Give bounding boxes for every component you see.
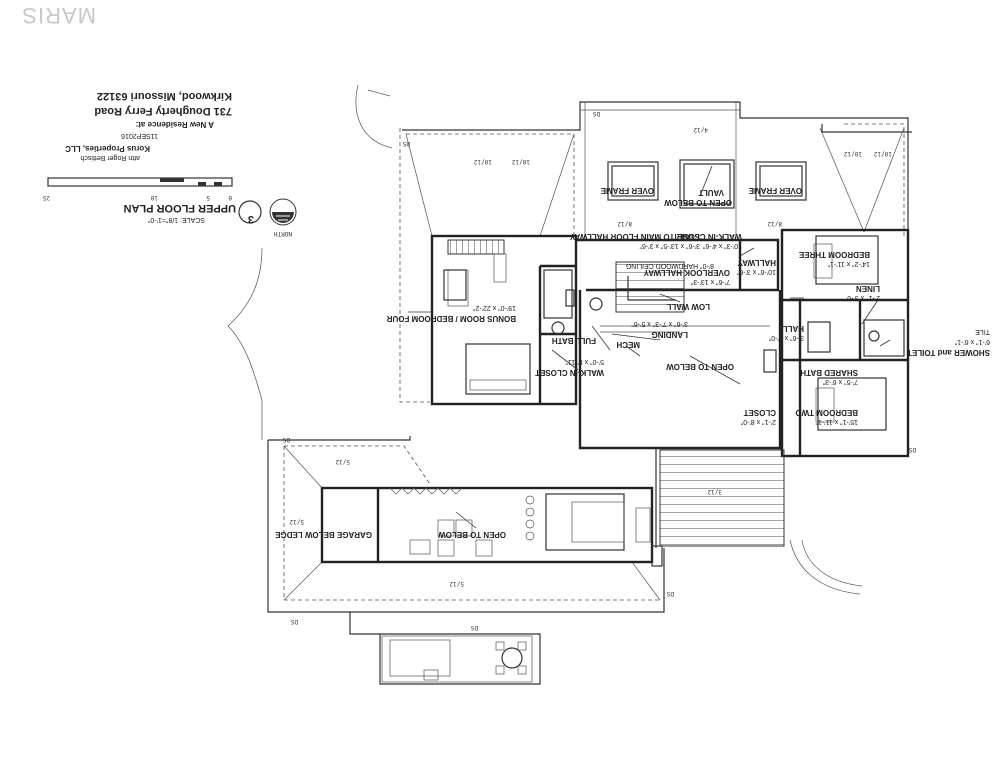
room-walkin1-dims: 5'-0" x 8'-11" xyxy=(565,358,604,365)
room-overframe1-name: OVER FRAME xyxy=(600,186,654,195)
room-walkin2-name: WALK-IN CLOSET xyxy=(673,232,742,241)
room-shower-dims: 6'-1" x 6'-1" xyxy=(954,338,990,345)
date-text: 11SEP2016 xyxy=(121,132,158,139)
room-bonus-name: BONUS ROOM / BEDROOM FOUR xyxy=(386,314,516,323)
svg-text:5/12: 5/12 xyxy=(335,458,350,465)
room-walkin2-dims: 10'-3" x 4'-6" xyxy=(702,242,742,249)
svg-text:8/12: 8/12 xyxy=(767,220,782,227)
room-stair-name: STAIR TO MAIN FLOOR HALLWAY xyxy=(569,232,700,241)
room-ceiling-name: 8'-0" HARDWOOD CEILING xyxy=(626,262,714,269)
room-hall-name: HALL xyxy=(783,324,804,333)
room-bed2-name: BEDROOM TWO xyxy=(795,408,858,417)
svg-text:DS: DS xyxy=(592,110,600,117)
svg-text:5/12: 5/12 xyxy=(289,518,304,525)
upper-walls xyxy=(430,228,910,458)
svg-text:DS: DS xyxy=(666,590,674,597)
project-line: A New Residence at: xyxy=(136,120,214,129)
stair xyxy=(615,261,685,313)
room-linen-name: LINEN xyxy=(856,284,880,293)
room-hallway2-name: HALLWAY xyxy=(737,258,776,267)
room-landing-dims: 3'-6" x 7'-3" x 5'-6" xyxy=(631,320,688,327)
room-hallway-name: OVERLOOK HALLWAY xyxy=(643,268,730,277)
svg-text:3/12: 3/12 xyxy=(707,488,722,495)
owner-line-2: attn Roger Bettisch xyxy=(80,154,140,161)
svg-text:25: 25 xyxy=(42,194,50,201)
svg-text:10/12: 10/12 xyxy=(512,158,530,165)
room-fullbath-name: FULL BATH xyxy=(552,336,596,345)
room-open1-name: OPEN TO BELOW xyxy=(664,198,732,207)
room-lowwall-name: LOW WALL xyxy=(666,302,710,311)
room-mech-name: MECH xyxy=(616,340,640,349)
sheet-title: UPPER FLOOR PLAN xyxy=(123,202,236,214)
room-closet-dims: 2'-1" x 8'-0" xyxy=(740,418,776,425)
svg-text:DS: DS xyxy=(470,624,478,631)
svg-text:5/12: 5/12 xyxy=(449,580,464,587)
address-line-1: 731 Dougherty Ferry Road xyxy=(94,105,232,117)
room-hallway2-dims: 10'-6" x 3'-6" xyxy=(736,268,776,275)
watermark-text: MARIS xyxy=(21,3,96,28)
title-block: Kirkwood, Missouri 63122 731 Dougherty F… xyxy=(42,90,297,237)
toilet-icon xyxy=(589,297,603,311)
sheet-number: 3 xyxy=(248,213,254,225)
room-labels: BONUS ROOM / BEDROOM FOUR 19'-0" x 22'-2… xyxy=(274,186,990,539)
room-shower-note: TILE xyxy=(975,328,990,335)
sheet-number-circle xyxy=(238,200,262,224)
room-overframe2-name: OVER FRAME xyxy=(748,186,802,195)
svg-text:8/12: 8/12 xyxy=(617,220,632,227)
room-bed3-name: BEDROOM THREE xyxy=(798,250,870,259)
bonus-bed xyxy=(465,343,531,395)
vault xyxy=(683,163,731,205)
svg-text:DS: DS xyxy=(402,140,410,147)
room-garage-name: GARAGE BELOW LEDGE xyxy=(274,530,372,539)
room-sharedbath-name: SHARED BATH xyxy=(800,368,858,377)
room-shower-name: SHOWER and TOILET xyxy=(907,348,990,357)
svg-text:10: 10 xyxy=(150,194,158,201)
kitchen-island xyxy=(545,493,625,551)
room-closet-name: CLOSET xyxy=(743,408,776,417)
room-hall-dims: 3'-6" x 5'-0" xyxy=(768,334,804,341)
room-sharedbath-dims: 7'-5" x 6'-3" xyxy=(822,378,858,385)
svg-text:5: 5 xyxy=(206,194,210,201)
bonus-closet-shelf xyxy=(447,239,505,255)
north-arrow-icon xyxy=(269,198,297,226)
room-linen-dims: 2'-1" x 3'-0" xyxy=(844,294,880,301)
room-walkin1-name: WALK-IN CLOSET xyxy=(535,368,604,377)
room-vault-name: VAULT xyxy=(698,188,724,197)
bed-two xyxy=(817,377,887,431)
room-open3-name: OPEN TO BELOW xyxy=(438,530,506,539)
svg-text:DS: DS xyxy=(908,446,916,453)
room-hallway-dims: 7'-6" x 13'-3" xyxy=(690,278,730,285)
driveway-line xyxy=(367,89,391,97)
svg-text:4/12: 4/12 xyxy=(693,126,708,133)
patio-table-icon xyxy=(501,647,523,669)
annotation-arrows xyxy=(408,165,891,529)
address-line-2: Kirkwood, Missouri 63122 xyxy=(97,90,232,102)
room-bed2-dims: 15'-1" x 11'-1" xyxy=(815,418,858,425)
svg-text:DS: DS xyxy=(290,618,298,625)
svg-text:DS: DS xyxy=(282,436,290,443)
over-frame-right xyxy=(759,165,803,197)
room-bonus-dims: 19'-0" x 22'-2" xyxy=(472,304,516,311)
room-stair-dims: 3'-6" x 13'-5" x 3'-6" xyxy=(639,242,700,249)
north-label: NORTH xyxy=(274,230,292,237)
graphic-scale: 0 5 10 25 xyxy=(42,177,233,201)
bed-three xyxy=(815,235,879,285)
room-bed3-dims: 14'-2" x 11'-1" xyxy=(827,260,870,267)
svg-text:0: 0 xyxy=(228,194,232,201)
owner-line-1: Korus Properties, LLC xyxy=(65,144,150,153)
over-frame-left xyxy=(611,165,655,197)
garage-deck xyxy=(659,449,785,547)
svg-text:10/12: 10/12 xyxy=(844,150,862,157)
room-landing-name: LANDING xyxy=(652,330,688,339)
patio xyxy=(349,612,541,685)
scale-note: SCALE: 1/8"=1'-0" xyxy=(147,216,205,223)
lower-block xyxy=(267,436,665,613)
svg-text:10/12: 10/12 xyxy=(474,158,492,165)
svg-text:10/12: 10/12 xyxy=(874,150,892,157)
room-open2-name: OPEN TO BELOW xyxy=(666,362,734,371)
roof-notes: 10/12 10/12 10/12 10/12 4/12 8/12 8/12 3… xyxy=(282,110,916,631)
bathtub xyxy=(543,269,573,319)
